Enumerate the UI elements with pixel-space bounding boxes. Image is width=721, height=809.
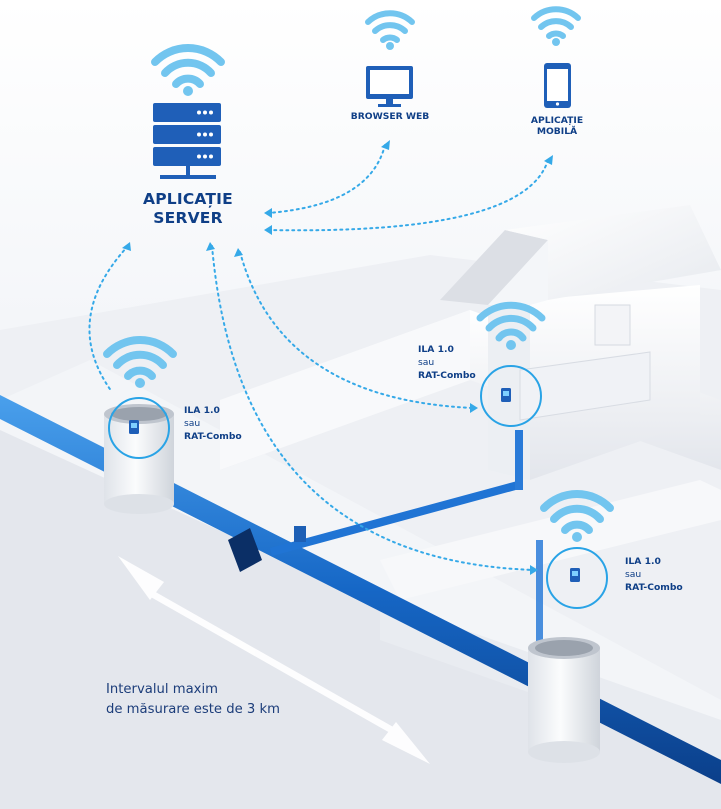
device-circle-right bbox=[546, 547, 608, 609]
device-circle-left bbox=[108, 397, 170, 459]
monitor-icon bbox=[366, 66, 413, 107]
mobile-label-line1: APLICAȚIE bbox=[530, 115, 584, 126]
device-label-right: ILA 1.0 sau RAT-Combo bbox=[625, 555, 683, 594]
wifi-icon bbox=[103, 6, 614, 534]
manhole-icon bbox=[104, 404, 600, 763]
device-highlights bbox=[108, 365, 608, 609]
sensor-icons bbox=[129, 388, 580, 582]
browser-label: BROWSER WEB bbox=[350, 111, 430, 122]
range-note: Intervalul maxim de măsurare este de 3 k… bbox=[106, 680, 280, 719]
arrowheads bbox=[122, 140, 553, 575]
device-circle-house bbox=[480, 365, 542, 427]
server-label-line2: SERVER bbox=[153, 209, 223, 227]
house-icon bbox=[440, 205, 721, 480]
device-name: ILA 1.0 bbox=[184, 405, 220, 416]
connections bbox=[88, 144, 549, 571]
device-or: sau bbox=[184, 418, 201, 429]
wifi-dots bbox=[135, 38, 582, 542]
device-label-left: ILA 1.0 sau RAT-Combo bbox=[184, 404, 242, 443]
smartphone-icon bbox=[544, 63, 571, 108]
device-alt: RAT-Combo bbox=[184, 431, 242, 442]
device-alt: RAT-Combo bbox=[625, 582, 683, 593]
server-icon bbox=[153, 103, 221, 179]
range-note-line1: Intervalul maxim bbox=[106, 682, 218, 697]
device-or: sau bbox=[418, 357, 435, 368]
mobile-label-line2: MOBILĂ bbox=[536, 125, 578, 137]
server-label-line1: APLICAȚIE bbox=[143, 190, 233, 208]
server-label: APLICAȚIE SERVER bbox=[136, 190, 240, 228]
mobile-label: APLICAȚIE MOBILĂ bbox=[512, 115, 602, 137]
device-or: sau bbox=[625, 569, 642, 580]
range-note-line2: de măsurare este de 3 km bbox=[106, 701, 280, 717]
device-alt: RAT-Combo bbox=[418, 370, 476, 381]
distance-arrow bbox=[118, 556, 430, 764]
device-name: ILA 1.0 bbox=[625, 556, 661, 567]
device-name: ILA 1.0 bbox=[418, 344, 454, 355]
device-label-house: ILA 1.0 sau RAT-Combo bbox=[418, 343, 476, 382]
